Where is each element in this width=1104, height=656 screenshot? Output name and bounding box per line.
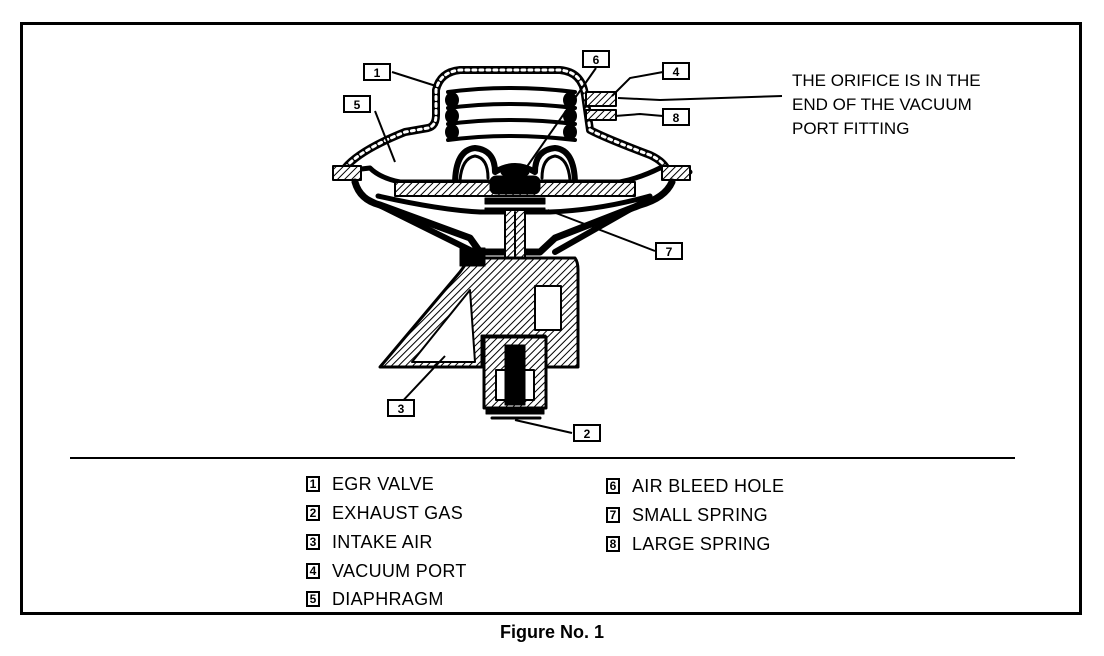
legend-label: AIR BLEED HOLE (632, 475, 785, 496)
legend-item: 5 DIAPHRAGM (306, 587, 444, 611)
svg-text:1: 1 (374, 66, 381, 80)
orifice-note-line-1: THE ORIFICE IS IN THE (792, 71, 981, 90)
callout-4: 4 (662, 62, 690, 80)
legend-number: 2 (306, 505, 320, 521)
legend-label: DIAPHRAGM (332, 588, 444, 609)
legend-number: 7 (606, 507, 620, 523)
legend-label: VACUUM PORT (332, 560, 467, 581)
orifice-note-line-3: PORT FITTING (792, 119, 909, 138)
callout-7: 7 (655, 242, 683, 260)
legend-number: 1 (306, 476, 320, 492)
legend-label: INTAKE AIR (332, 531, 433, 552)
leader-lines (374, 67, 783, 434)
legend-item: 1 EGR VALVE (306, 472, 434, 496)
legend-label: SMALL SPRING (632, 504, 768, 525)
figure-frame (20, 22, 1082, 615)
legend-label: LARGE SPRING (632, 533, 771, 554)
legend-item: 7 SMALL SPRING (606, 503, 768, 527)
legend-label: EXHAUST GAS (332, 502, 464, 523)
legend-number: 8 (606, 536, 620, 552)
legend-number: 5 (306, 591, 320, 607)
svg-text:3: 3 (398, 402, 405, 416)
vacuum-port (585, 91, 617, 107)
legend-item: 6 AIR BLEED HOLE (606, 474, 784, 498)
callout-5: 5 (343, 95, 371, 113)
upper-housing-inner (343, 68, 670, 174)
large-spring (445, 86, 577, 142)
svg-text:2: 2 (584, 427, 591, 441)
callout-2: 2 (573, 424, 601, 442)
callout-8: 8 (662, 108, 690, 126)
svg-text:4: 4 (673, 65, 680, 79)
legend-number: 3 (306, 534, 320, 550)
svg-text:8: 8 (673, 111, 680, 125)
legend-item: 2 EXHAUST GAS (306, 501, 463, 525)
svg-text:6: 6 (593, 53, 600, 67)
callout-1: 1 (363, 63, 391, 81)
callout-6: 6 (582, 50, 610, 68)
legend-number: 6 (606, 478, 620, 494)
svg-text:5: 5 (354, 98, 361, 112)
svg-text:7: 7 (666, 245, 673, 259)
small-spring (484, 197, 546, 205)
legend-item: 8 LARGE SPRING (606, 532, 771, 556)
figure-caption: Figure No. 1 (499, 622, 604, 642)
legend-number: 4 (306, 563, 320, 579)
callout-3: 3 (387, 399, 415, 417)
legend-label: EGR VALVE (332, 473, 435, 494)
valve-drawing (332, 66, 693, 420)
legend-item: 4 VACUUM PORT (306, 559, 467, 583)
orifice-note-line-2: END OF THE VACUUM (792, 95, 972, 114)
legend-item: 3 INTAKE AIR (306, 530, 433, 554)
